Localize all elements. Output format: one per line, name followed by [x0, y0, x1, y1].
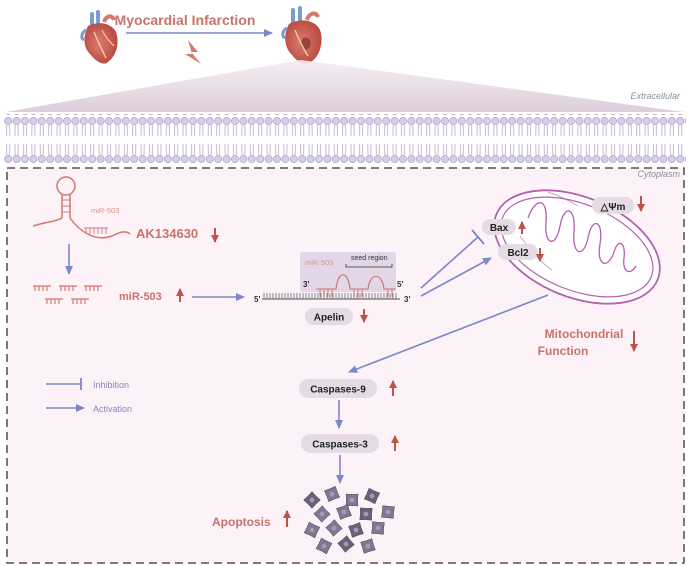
apoptotic-body-nucleus [319, 511, 325, 517]
apoptotic-body-nucleus [341, 509, 347, 515]
apoptotic-body-nucleus [365, 543, 371, 549]
apoptotic-body-nucleus [385, 509, 391, 515]
bcl2-label: Bcl2 [507, 248, 529, 259]
inhibition-bar [471, 229, 485, 245]
legend-activation-label: Activation [93, 404, 132, 414]
caspase3-label: Caspases-3 [312, 440, 368, 451]
apoptotic-body-nucleus [309, 527, 315, 533]
apelin-label: Apelin [314, 313, 345, 324]
title-label: Myocardial Infarction [115, 12, 256, 28]
lncrna-hairpin [32, 176, 131, 239]
apelin-inhibits-bax [420, 236, 479, 289]
seed-bracket [345, 264, 393, 268]
caspase9-pill [299, 379, 377, 398]
apoptotic-body-nucleus [369, 493, 375, 499]
infarcted-heart-icon [281, 6, 322, 64]
mito-to-caspase9-arrow [348, 294, 549, 373]
apoptotic-body-nucleus [321, 543, 327, 549]
apoptotic-body-nucleus [309, 497, 315, 503]
apoptotic-body-nucleus [375, 525, 381, 531]
mito-function-line1: Mitochondrial [545, 327, 624, 341]
apelin-activates-bcl2 [420, 257, 492, 297]
bax-label: Bax [490, 223, 509, 234]
hairpin-mir503-label: miR-503 [91, 206, 119, 215]
mirna-binding-box [300, 252, 396, 292]
apoptotic-body-nucleus [349, 497, 355, 503]
caspase3-pill [301, 434, 379, 453]
bax-pill [482, 219, 516, 235]
bcl2-pill [498, 244, 538, 260]
mrna-ticks [263, 293, 397, 299]
healthy-heart-icon [80, 10, 118, 64]
caspase9-label: Caspases-9 [310, 385, 366, 396]
binding-mir503-label: miR-503 [305, 258, 333, 267]
lightning-icon [185, 40, 201, 64]
apoptotic-body-nucleus [353, 527, 359, 533]
apoptotic-body-nucleus [363, 511, 369, 517]
five-prime-right: 5' [397, 280, 403, 289]
zoom-beam [6, 60, 684, 112]
membrane-potential-pill [592, 197, 634, 214]
apoptotic-body-nucleus [331, 525, 337, 531]
mir503-label: miR-503 [119, 291, 162, 303]
ak134630-label: AK134630 [136, 226, 198, 241]
seed-region-label: seed region [351, 255, 388, 262]
apelin-pill [305, 308, 353, 325]
three-prime-left: 3' [303, 280, 309, 289]
apoptosis-label: Apoptosis [212, 515, 271, 529]
cytoplasm-label: Cytoplasm [637, 169, 680, 179]
apoptotic-bodies [303, 485, 395, 555]
extracellular-label: Extracellular [630, 91, 681, 101]
mito-function-line2: Function [538, 344, 589, 358]
membrane-potential-label: △Ψm [600, 202, 626, 213]
cell-membrane [4, 114, 686, 164]
apoptotic-body-nucleus [343, 541, 349, 547]
legend-inhibition-label: Inhibition [93, 380, 129, 390]
mirna-fragments [33, 285, 102, 304]
apoptotic-body-nucleus [329, 491, 335, 497]
three-prime-right: 3' [404, 295, 410, 304]
five-prime-left: 5' [254, 295, 260, 304]
mitochondrion-icon [493, 189, 661, 305]
